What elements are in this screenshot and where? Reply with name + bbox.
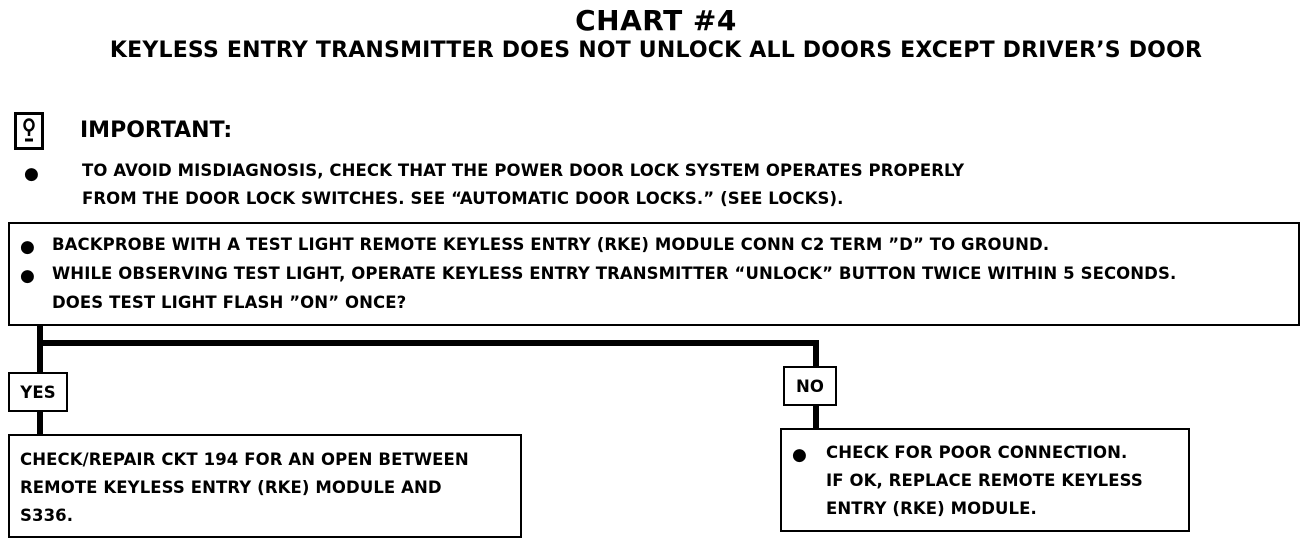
important-bullet: ● bbox=[24, 164, 39, 184]
no-bullet: ● bbox=[792, 445, 807, 465]
yes-label: YES bbox=[20, 382, 56, 402]
exclamation-glyph bbox=[23, 118, 35, 142]
test-step-box: ● BACKPROBE WITH A TEST LIGHT REMOTE KEY… bbox=[8, 222, 1300, 326]
no-line-1: CHECK FOR POOR CONNECTION. bbox=[826, 443, 1128, 462]
important-label: IMPORTANT: bbox=[80, 118, 233, 143]
test-line-2: WHILE OBSERVING TEST LIGHT, OPERATE KEYL… bbox=[52, 264, 1177, 283]
important-line-1: TO AVOID MISDIAGNOSIS, CHECK THAT THE PO… bbox=[82, 161, 965, 180]
connector-trunk bbox=[37, 326, 43, 372]
no-label: NO bbox=[795, 376, 825, 396]
connector-no-to-box bbox=[813, 404, 819, 428]
yes-line-1: CHECK/REPAIR CKT 194 FOR AN OPEN BETWEEN bbox=[20, 450, 469, 469]
exclamation-icon bbox=[14, 112, 44, 150]
yes-label-box: YES bbox=[8, 372, 68, 412]
test-bullet-1: ● bbox=[20, 237, 35, 257]
connector-no-drop bbox=[813, 340, 819, 366]
connector-yes-to-box bbox=[37, 410, 43, 434]
no-line-3: ENTRY (RKE) MODULE. bbox=[826, 499, 1037, 518]
important-line-2: FROM THE DOOR LOCK SWITCHES. SEE “AUTOMA… bbox=[82, 189, 844, 208]
yes-line-3: S336. bbox=[20, 506, 74, 525]
no-result-box: ● CHECK FOR POOR CONNECTION. IF OK, REPL… bbox=[780, 428, 1190, 532]
chart-subtitle: KEYLESS ENTRY TRANSMITTER DOES NOT UNLOC… bbox=[109, 38, 1203, 63]
yes-line-2: REMOTE KEYLESS ENTRY (RKE) MODULE AND bbox=[20, 478, 442, 497]
test-line-3: DOES TEST LIGHT FLASH ”ON” ONCE? bbox=[52, 293, 407, 312]
chart-title: CHART #4 bbox=[575, 4, 737, 37]
test-bullet-2: ● bbox=[20, 266, 35, 286]
yes-result-box: CHECK/REPAIR CKT 194 FOR AN OPEN BETWEEN… bbox=[8, 434, 522, 538]
no-label-box: NO bbox=[783, 366, 837, 406]
test-line-1: BACKPROBE WITH A TEST LIGHT REMOTE KEYLE… bbox=[52, 235, 1050, 254]
connector-horizontal bbox=[37, 340, 819, 346]
no-line-2: IF OK, REPLACE REMOTE KEYLESS bbox=[826, 471, 1143, 490]
